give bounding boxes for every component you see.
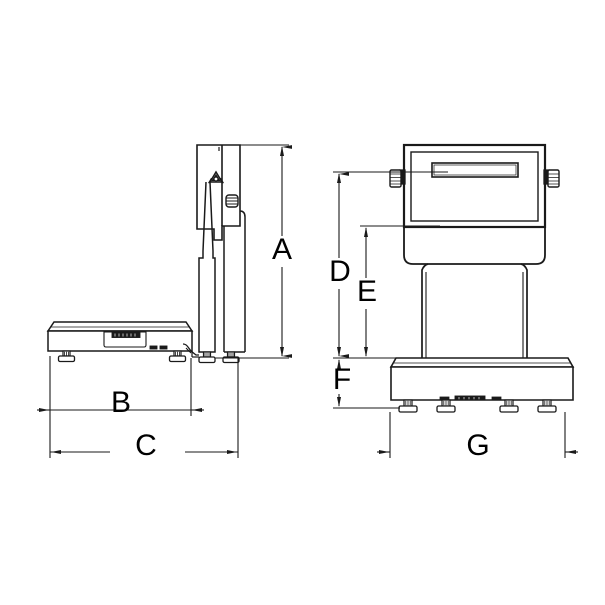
side-adjust-knob bbox=[225, 194, 239, 208]
front-levelling-feet bbox=[398, 399, 557, 413]
side-view bbox=[46, 144, 246, 364]
foot-right bbox=[168, 350, 187, 363]
dimension-g bbox=[377, 450, 578, 454]
side-weighing-platform bbox=[46, 321, 199, 358]
foot-rear bbox=[198, 351, 216, 364]
foot-1 bbox=[398, 399, 418, 413]
side-platform-feet bbox=[57, 350, 187, 363]
dimension-d bbox=[337, 172, 349, 358]
dimension-e bbox=[364, 227, 368, 357]
foot-4 bbox=[537, 399, 557, 413]
dimension-label-d: D bbox=[329, 255, 351, 288]
front-knob-right bbox=[543, 169, 560, 188]
dimension-label-b: B bbox=[111, 386, 131, 419]
front-head-collar bbox=[403, 227, 546, 265]
side-display-head bbox=[196, 144, 241, 241]
foot-left bbox=[57, 350, 76, 363]
foot-3 bbox=[499, 399, 519, 413]
front-weighing-platform bbox=[389, 357, 575, 401]
front-support-column bbox=[421, 263, 528, 358]
dimension-c bbox=[50, 450, 238, 454]
dimension-label-g: G bbox=[466, 429, 489, 462]
dimension-label-e: E bbox=[357, 275, 377, 308]
dimension-label-f: F bbox=[333, 363, 351, 396]
dimension-b bbox=[37, 408, 204, 412]
side-tilt-bracket bbox=[208, 170, 224, 184]
side-view-dimensions bbox=[37, 144, 292, 458]
dimension-a bbox=[280, 145, 292, 358]
dimension-label-c: C bbox=[135, 429, 157, 462]
front-view bbox=[389, 143, 575, 413]
dimension-f bbox=[337, 359, 341, 407]
front-view-dimensions bbox=[333, 171, 578, 458]
front-knob-left bbox=[389, 169, 406, 188]
dimension-labels: A B C D E F G bbox=[111, 233, 490, 462]
foot-2 bbox=[436, 399, 456, 413]
dimension-label-a: A bbox=[272, 233, 292, 266]
front-display-head bbox=[402, 143, 547, 229]
